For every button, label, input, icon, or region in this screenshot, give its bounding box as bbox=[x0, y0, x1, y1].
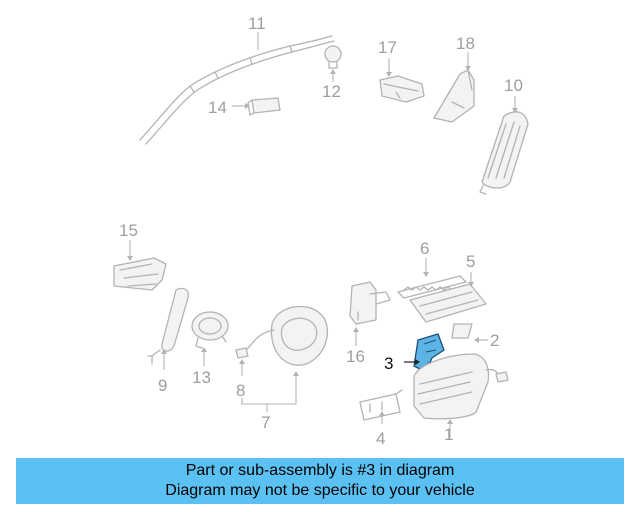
callout-4[interactable]: 4 bbox=[376, 429, 385, 448]
part-7-leader bbox=[241, 371, 299, 412]
part-17-sensor bbox=[379, 58, 425, 103]
banner-line-1: Part or sub-assembly is #3 in diagram bbox=[185, 462, 455, 479]
part-18-bracket bbox=[433, 52, 475, 123]
part-13-clock-spring bbox=[191, 311, 229, 366]
part-2-bracket bbox=[451, 323, 488, 343]
callout-15[interactable]: 15 bbox=[119, 221, 138, 240]
callout-5[interactable]: 5 bbox=[466, 252, 475, 271]
part-14-module bbox=[232, 97, 281, 116]
part-6-5-passenger-airbag bbox=[397, 258, 487, 323]
part-15-knee-airbag bbox=[113, 240, 167, 291]
callout-8[interactable]: 8 bbox=[236, 381, 245, 400]
callout-3[interactable]: 3 bbox=[384, 354, 393, 373]
part-16-bracket bbox=[349, 281, 391, 346]
callout-1[interactable]: 1 bbox=[444, 425, 453, 444]
callout-12[interactable]: 12 bbox=[322, 82, 341, 101]
callout-2[interactable]: 2 bbox=[490, 331, 499, 350]
info-banner: Part or sub-assembly is #3 in diagram Di… bbox=[16, 458, 624, 504]
part-4-bracket bbox=[359, 389, 403, 424]
callout-13[interactable]: 13 bbox=[192, 368, 211, 387]
callout-9[interactable]: 9 bbox=[158, 376, 167, 395]
part-10-side-airbag bbox=[479, 96, 529, 195]
callout-18[interactable]: 18 bbox=[456, 34, 475, 53]
part-11-curtain-airbag bbox=[139, 32, 335, 145]
callout-11[interactable]: 11 bbox=[248, 14, 266, 33]
callout-7[interactable]: 7 bbox=[261, 413, 270, 432]
callout-10[interactable]: 10 bbox=[504, 76, 523, 95]
part-3-highlighted-bracket[interactable] bbox=[404, 333, 445, 373]
callout-16[interactable]: 16 bbox=[346, 347, 365, 366]
part-12-sensor bbox=[324, 45, 342, 82]
callout-14[interactable]: 14 bbox=[208, 98, 227, 117]
part-1-airbag-module bbox=[413, 353, 509, 438]
banner-line-2: Diagram may not be specific to your vehi… bbox=[165, 482, 475, 499]
part-8-steering-airbag bbox=[235, 305, 329, 376]
part-9-pillar bbox=[147, 287, 190, 370]
callout-6[interactable]: 6 bbox=[420, 239, 429, 258]
callout-17[interactable]: 17 bbox=[378, 38, 397, 57]
